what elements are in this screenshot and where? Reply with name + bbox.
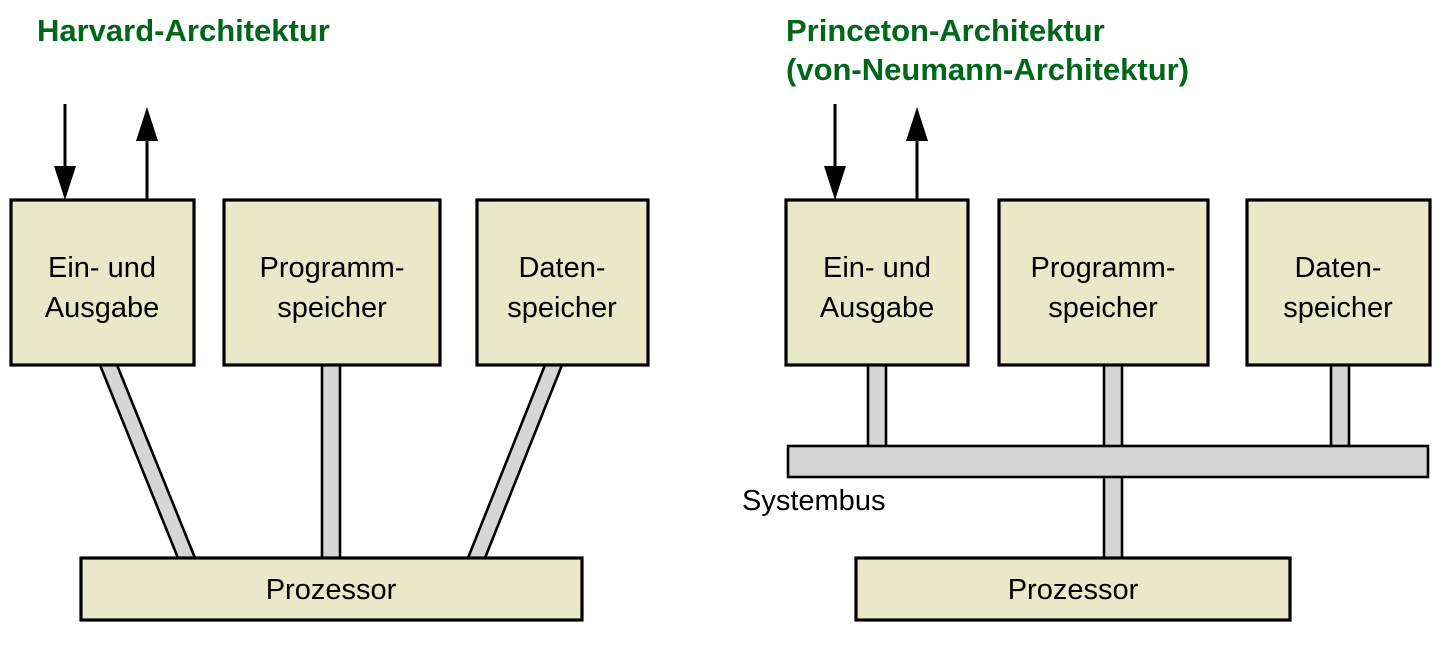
left-node-data-memory-label-line2: speicher <box>507 292 617 324</box>
right-node-data-memory[interactable]: Daten- speicher <box>1245 198 1432 367</box>
right-diagram-group: Princeton-Architektur (von-Neumann-Archi… <box>742 13 1432 622</box>
right-connector-io-to-systembus <box>866 363 888 450</box>
left-diagram-title: Harvard-Architektur <box>37 13 330 48</box>
right-node-program-memory-label-line1: Programm- <box>1030 252 1175 284</box>
right-node-program-memory[interactable]: Programm- speicher <box>997 198 1210 367</box>
right-diagram-title-line2: (von-Neumann-Architektur) <box>786 52 1189 87</box>
left-node-io[interactable]: Ein- und Ausgabe <box>9 198 196 367</box>
right-node-program-memory-label-line2: speicher <box>1048 292 1158 324</box>
left-input-arrow-icon <box>54 104 76 200</box>
left-node-program-memory-label-line2: speicher <box>277 292 387 324</box>
right-node-data-memory-label-line2: speicher <box>1283 292 1393 324</box>
left-node-processor-label: Prozessor <box>266 574 397 606</box>
left-output-arrow-icon <box>136 107 158 200</box>
right-connector-datamem-to-systembus <box>1329 363 1351 450</box>
right-connector-progmem-to-systembus <box>1102 363 1124 450</box>
right-node-io-label-line1: Ein- und <box>823 252 931 284</box>
left-node-data-memory[interactable]: Daten- speicher <box>475 198 650 367</box>
left-connector-progmem-to-processor <box>320 363 342 560</box>
right-node-io-label-line2: Ausgabe <box>820 292 935 324</box>
right-node-processor-label: Prozessor <box>1008 574 1139 606</box>
left-node-program-memory[interactable]: Programm- speicher <box>222 198 442 367</box>
right-connector-systembus-to-processor <box>1102 473 1124 562</box>
right-node-data-memory-label-line1: Daten- <box>1294 252 1381 284</box>
right-node-io[interactable]: Ein- und Ausgabe <box>784 198 970 367</box>
right-input-arrow-icon <box>824 104 846 200</box>
left-diagram-group: Harvard-Architektur Ein- und Ausgabe <box>9 13 650 622</box>
left-connector-io-to-processor <box>98 363 197 560</box>
left-connector-datamem-to-processor <box>466 363 564 560</box>
left-node-io-label-line1: Ein- und <box>48 252 156 284</box>
right-diagram-title-line1: Princeton-Architektur <box>786 13 1105 48</box>
right-systembus-label: Systembus <box>742 485 885 517</box>
left-node-program-memory-label-line1: Programm- <box>259 252 404 284</box>
left-node-processor[interactable]: Prozessor <box>79 556 584 622</box>
right-node-processor[interactable]: Prozessor <box>854 556 1292 622</box>
left-node-data-memory-label-line1: Daten- <box>518 252 605 284</box>
left-node-io-label-line2: Ausgabe <box>45 292 160 324</box>
right-output-arrow-icon <box>906 107 928 200</box>
right-systembus-bar <box>786 444 1430 479</box>
